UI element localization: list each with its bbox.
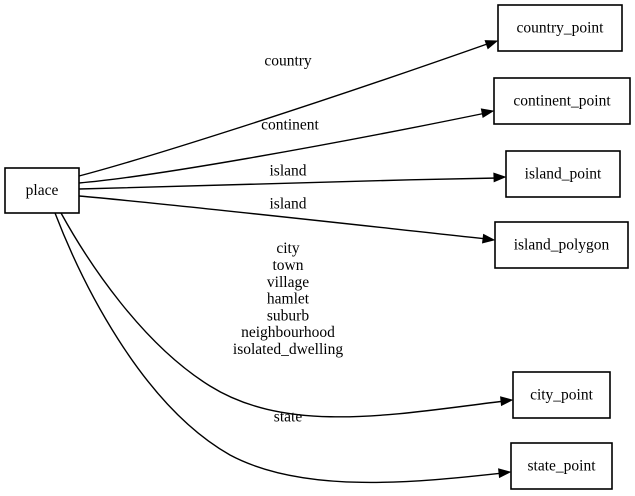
edge-line-edge-continent: [78, 112, 487, 184]
arrowhead-icon-edge-island-polygon: [481, 233, 496, 244]
edge-edge-continent: [78, 108, 495, 184]
edge-label-line: neighbourhood: [241, 324, 335, 341]
edge-label-line: isolated_dwelling: [233, 341, 343, 358]
edge-label-edge-island-polygon: island: [269, 196, 306, 213]
node-box-city_point: [512, 371, 611, 419]
edge-edge-state: [54, 212, 512, 484]
edge-label-line: state: [274, 409, 303, 426]
arrowhead-icon-edge-country: [484, 40, 499, 50]
edge-edge-island-polygon: [78, 195, 496, 244]
node-label-country_point: country_point: [517, 20, 605, 37]
edge-label-line: city: [276, 240, 299, 257]
edge-label-line: continent: [261, 117, 319, 134]
node-continent_point[interactable]: continent_point: [493, 77, 631, 125]
node-box-continent_point: [493, 77, 631, 125]
node-box-island_point: [505, 150, 621, 198]
edge-label-line: village: [267, 274, 309, 291]
edge-edge-island-point: [78, 172, 507, 190]
edges-layer: [54, 40, 514, 484]
node-label-state_point: state_point: [527, 458, 596, 475]
edge-edge-country: [78, 40, 499, 177]
edge-label-edge-state: state: [274, 409, 303, 426]
node-label-city_point: city_point: [530, 387, 594, 404]
node-label-island_polygon: island_polygon: [514, 237, 610, 254]
edge-label-line: country: [264, 53, 312, 70]
node-box-country_point: [497, 4, 623, 52]
nodes-layer: place country_point continent_point island_…: [4, 4, 631, 490]
edge-labels-layer: country continent island island citytownvill…: [233, 53, 343, 426]
edge-label-line: town: [273, 257, 304, 274]
node-state_point[interactable]: state_point: [510, 442, 613, 490]
edge-label-edge-country: country: [264, 53, 312, 70]
arrowhead-icon-edge-continent: [480, 108, 495, 119]
edge-label-line: hamlet: [267, 291, 310, 308]
node-place[interactable]: place: [4, 167, 80, 214]
edge-label-edge-island-point: island: [269, 163, 306, 180]
node-label-island_point: island_point: [525, 166, 602, 183]
node-country_point[interactable]: country_point: [497, 4, 623, 52]
edge-line-edge-country: [78, 42, 491, 177]
edge-label-edge-city: citytownvillagehamletsuburbneighbourhood…: [233, 240, 343, 358]
edge-label-line: suburb: [267, 307, 309, 324]
node-box-island_polygon: [494, 221, 629, 269]
edge-line-edge-island-point: [78, 177, 499, 190]
node-city_point[interactable]: city_point: [512, 371, 611, 419]
node-box-state_point: [510, 442, 613, 490]
node-label-continent_point: continent_point: [513, 93, 611, 110]
edge-label-edge-continent: continent: [261, 117, 319, 134]
node-island_polygon[interactable]: island_polygon: [494, 221, 629, 269]
edge-line-edge-state: [54, 212, 504, 484]
edge-label-line: island: [269, 163, 306, 180]
arrowhead-icon-edge-city: [500, 396, 514, 407]
edge-edge-city: [60, 212, 514, 418]
node-box-place: [4, 167, 80, 214]
edge-label-line: island: [269, 196, 306, 213]
arrowhead-icon-edge-state: [498, 468, 512, 479]
node-label-place: place: [26, 182, 59, 199]
edge-line-edge-city: [60, 212, 506, 418]
edge-line-edge-island-polygon: [78, 195, 488, 240]
node-island_point[interactable]: island_point: [505, 150, 621, 198]
arrowhead-icon-edge-island-point: [493, 172, 507, 183]
